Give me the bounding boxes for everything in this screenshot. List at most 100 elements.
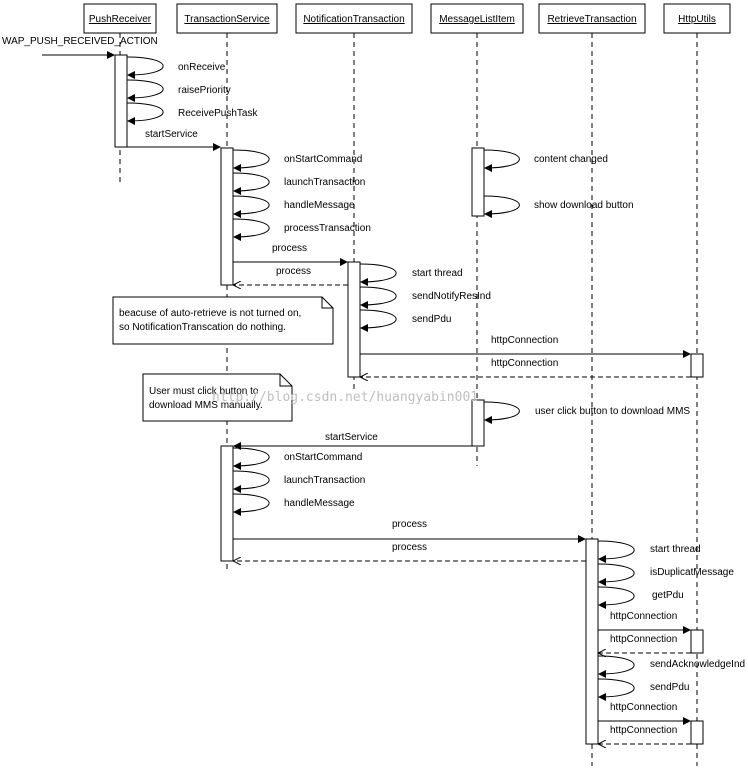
message-label: process [392, 519, 427, 530]
self-message-arrow [359, 309, 397, 332]
self-message-send-pdu-2: sendPdu [597, 678, 689, 701]
self-message-show-download: show download button [483, 195, 634, 218]
participant-box [430, 3, 524, 34]
message-label: process [272, 243, 307, 254]
message-label: launchTransaction [284, 475, 365, 486]
activation-bar [471, 399, 485, 447]
message-label: handleMessage [284, 498, 355, 509]
message-process-2: process [233, 519, 586, 543]
message-label: sendNotifyResInd [412, 291, 491, 302]
message-label: start thread [412, 268, 463, 279]
message-start-service-1: startService [115, 129, 221, 151]
message-label: process [392, 542, 427, 553]
message-label: startService [325, 432, 378, 443]
participant-notification-transaction: NotificationTransaction [295, 3, 413, 392]
self-message-arrow [126, 79, 164, 102]
message-label: onReceive [178, 62, 226, 73]
participant-http-utils: HttpUtils [663, 3, 731, 766]
message-wap-push-received: WAP_PUSH_RECEIVED_ACTION [2, 36, 158, 59]
participant-label: RetrieveTransaction [547, 14, 636, 25]
message-label: start thread [650, 544, 701, 555]
note-fold [321, 297, 333, 309]
message-label: user click button to download MMS [535, 406, 690, 417]
participant-transaction-service: TransactionService [176, 3, 278, 572]
self-message-user-click: user click button to download MMS [483, 401, 690, 424]
self-message-content-changed: content changed [483, 149, 608, 172]
self-message-handle-message-1: handleMessage [232, 195, 355, 218]
self-message-arrow [126, 56, 164, 79]
self-message-send-acknowledge-ind: sendAcknowledgeInd [597, 655, 745, 678]
participant-box [663, 3, 731, 34]
self-message-on-start-command-1: onStartCommand [232, 149, 362, 172]
note-line: beacuse of auto-retrieve is not turned o… [119, 308, 301, 319]
self-message-send-pdu-1: sendPdu [359, 309, 451, 332]
self-message-on-receive: onReceive [126, 56, 226, 79]
message-label: onStartCommand [284, 154, 362, 165]
participant-label: HttpUtils [678, 14, 716, 25]
message-label: ReceivePushTask [178, 108, 258, 119]
note-line: User must click button to [149, 386, 259, 397]
message-label: sendAcknowledgeInd [650, 659, 745, 670]
message-process-1: process [233, 243, 348, 266]
activation-bar [220, 445, 234, 562]
note-box [142, 373, 293, 422]
self-message-start-thread-1: start thread [359, 263, 463, 286]
message-label: sendPdu [650, 682, 689, 693]
message-label: httpConnection [491, 335, 558, 346]
self-message-arrow [232, 493, 270, 516]
self-message-arrow [597, 586, 635, 609]
self-message-launch-transaction-1: launchTransaction [232, 172, 365, 195]
activation-bar [220, 147, 234, 286]
message-http-connection-1: httpConnection [360, 335, 691, 358]
participant-box [83, 3, 157, 34]
self-message-arrow [483, 195, 520, 218]
message-http-connection-3-return: httpConnection [599, 725, 691, 744]
message-label: httpConnection [610, 702, 677, 713]
self-message-arrow [126, 102, 164, 125]
message-label: getPdu [652, 590, 684, 601]
message-label: handleMessage [284, 200, 355, 211]
self-message-start-thread-2: start thread [597, 540, 701, 563]
activation-bars [114, 54, 704, 745]
message-label: httpConnection [610, 634, 677, 645]
note-auto-retrieve: beacuse of auto-retrieve is not turned o… [112, 296, 334, 345]
self-message-arrow [232, 195, 270, 218]
message-label: process [276, 266, 311, 277]
message-label: content changed [534, 154, 608, 165]
message-label: httpConnection [610, 725, 677, 736]
message-label: sendPdu [412, 314, 451, 325]
message-label: launchTransaction [284, 177, 365, 188]
self-message-arrow [483, 401, 520, 424]
activation-bar [690, 720, 704, 745]
self-message-arrow [232, 172, 270, 195]
note-fold [279, 374, 292, 387]
self-message-arrow [359, 263, 397, 286]
message-process-1-return: process [234, 266, 348, 285]
note-line: download MMS manually. [149, 400, 263, 411]
self-message-launch-transaction-2: launchTransaction [232, 470, 365, 493]
participant-label: TransactionService [184, 14, 270, 25]
self-message-arrow [597, 540, 635, 563]
self-message-arrow [232, 218, 270, 241]
watermark-text: http://blog.csdn.net/huangyabin001 [212, 390, 478, 405]
self-message-arrow [483, 149, 520, 172]
message-label: startService [145, 129, 198, 140]
activation-bar [690, 353, 704, 378]
activation-bar [471, 147, 485, 217]
participant-retrieve-transaction: RetrieveTransaction [538, 3, 646, 766]
note-box [112, 296, 334, 345]
note-line: so NotificationTranscation do nothing. [119, 322, 286, 333]
note-user-click: User must click button to download MMS m… [142, 373, 293, 422]
message-http-connection-2: httpConnection [598, 611, 691, 634]
participant-label: PushReceiver [89, 14, 152, 25]
participant-label: MessageListItem [439, 14, 515, 25]
participant-message-list-item: MessageListItem [430, 3, 524, 466]
message-label: processTransaction [284, 223, 371, 234]
self-message-raise-priority: raisePriority [126, 79, 231, 102]
activation-bar [585, 538, 599, 745]
message-label: onStartCommand [284, 452, 362, 463]
self-message-process-transaction: processTransaction [232, 218, 371, 241]
self-message-arrow [597, 563, 635, 586]
message-label: show download button [534, 200, 634, 211]
self-message-receive-push-task: ReceivePushTask [126, 102, 258, 125]
